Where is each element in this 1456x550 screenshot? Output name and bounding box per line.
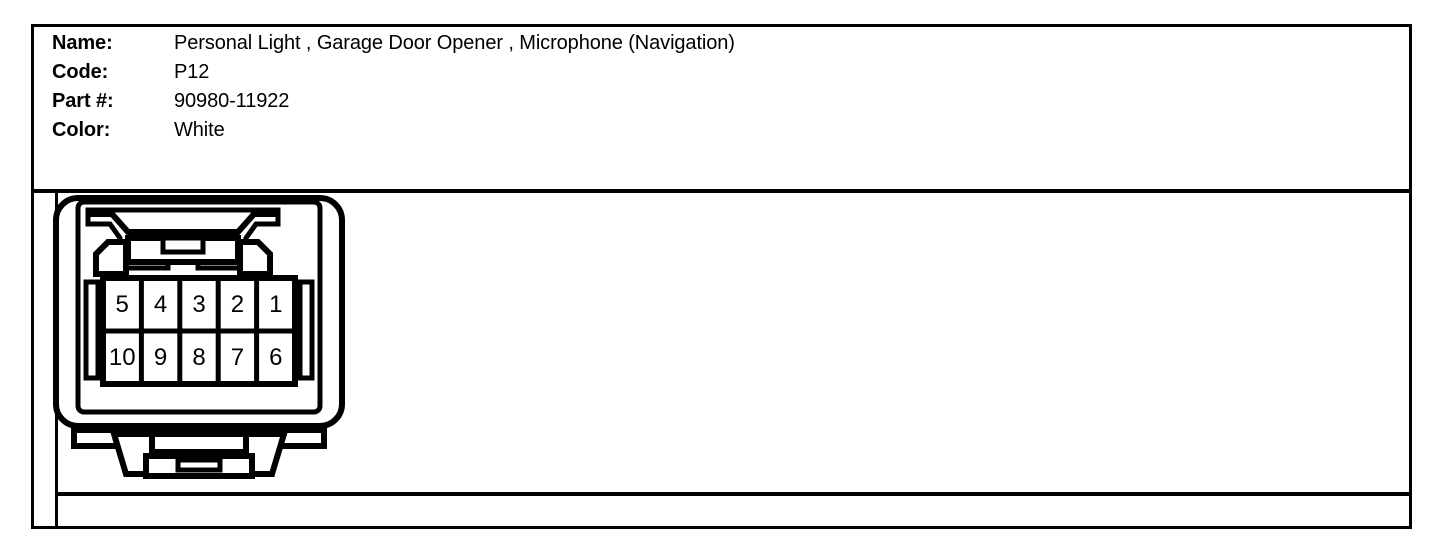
header-divider-rule [31,189,1412,193]
diagram-bottom-divider-rule [58,492,1412,496]
bottom-clip-slot [175,457,223,473]
pin-label-2: 2 [231,291,244,318]
pin-label-4: 4 [154,291,167,318]
info-row-name: Name: Personal Light , Garage Door Opene… [52,32,1352,61]
part-info-block: Name: Personal Light , Garage Door Opene… [52,32,1352,148]
connector-diagram: 5 4 3 2 1 10 9 8 7 6 [50,190,350,485]
info-row-part-number: Part #: 90980-11922 [52,90,1352,119]
info-value-code: P12 [174,61,210,83]
info-value-color: White [174,119,225,141]
pin-label-6: 6 [269,344,282,371]
pin-grid [100,275,298,387]
info-row-color: Color: White [52,119,1352,148]
info-value-name: Personal Light , Garage Door Opener , Mi… [174,32,735,54]
info-row-code: Code: P12 [52,61,1352,90]
info-label-color: Color: [52,119,111,141]
connector-drawing-svg: 5 4 3 2 1 10 9 8 7 6 [53,195,345,479]
top-latch-right-key-tab [237,239,273,277]
pin-label-8: 8 [192,344,205,371]
pin-label-9: 9 [154,344,167,371]
pin-label-1: 1 [269,291,282,318]
pin-label-3: 3 [192,291,205,318]
info-label-name: Name: [52,32,113,54]
cavity-left-rail [83,279,101,381]
info-label-part-number: Part #: [52,90,114,112]
pin-label-10: 10 [109,344,136,371]
pin-label-7: 7 [231,344,244,371]
bottom-clip-upper-tab [149,431,249,455]
top-latch-arch [86,211,280,235]
info-label-code: Code: [52,61,109,83]
top-latch-left-key-tab [93,239,129,277]
pin-label-5: 5 [116,291,129,318]
info-value-part-number: 90980-11922 [174,90,290,112]
cavity-right-rail [297,279,315,381]
top-latch-center-notch [160,235,206,255]
